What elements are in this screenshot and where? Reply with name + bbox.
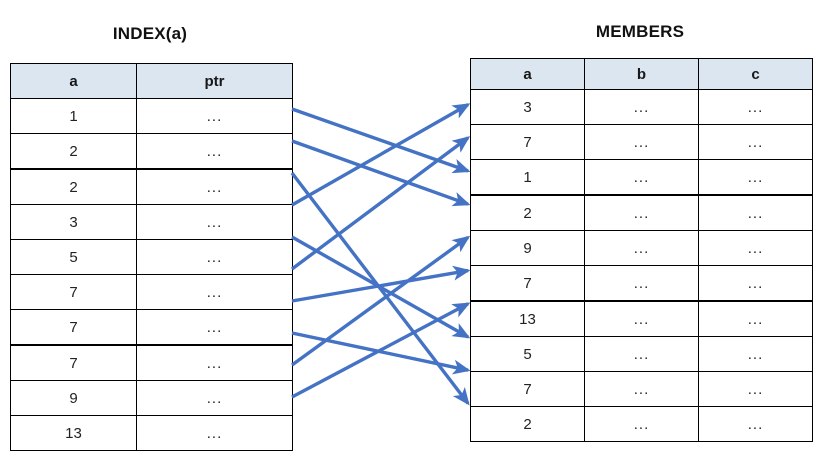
members-header-row: a b c [470,58,813,90]
pointer-arrow [290,136,471,271]
members-cell-b: ... [584,194,699,231]
members-cell-a: 7 [470,124,585,160]
table-row[interactable]: 5 ... ... [470,336,813,372]
members-cell-a: 1 [470,159,585,196]
members-cell-b: ... [584,230,699,266]
pointer-arrow [291,331,471,375]
members-header-b: b [584,58,699,90]
index-cell-a: 7 [10,274,137,310]
index-cell-a: 1 [10,98,137,134]
members-cell-a: 9 [470,230,585,266]
pointer-arrow [291,302,471,399]
index-table: a ptr 1 ... 2 ... 2 ... 3 ... 5 [10,63,293,451]
members-cell-a: 3 [470,89,585,125]
members-table-title: MEMBERS [595,22,685,41]
table-row[interactable]: 7 ... ... [470,124,813,160]
index-cell-a: 2 [10,168,137,205]
members-cell-b: ... [584,124,699,160]
index-cell-ptr: ... [136,168,293,205]
index-cell-ptr: ... [136,380,293,416]
members-cell-a: 5 [470,336,585,372]
table-row[interactable]: 7 ... ... [470,371,813,407]
members-cell-c: ... [698,300,813,337]
index-cell-a: 9 [10,380,137,416]
members-cell-c: ... [698,265,813,302]
index-header-ptr: ptr [136,63,293,99]
members-cell-b: ... [584,336,699,372]
members-cell-a: 2 [470,194,585,231]
table-row[interactable]: 5 ... [10,239,293,275]
index-cell-ptr: ... [136,98,293,134]
table-row[interactable]: 7 ... ... [470,265,813,302]
members-cell-c: ... [698,159,813,196]
index-cell-a: 2 [10,133,137,170]
members-cell-a: 2 [470,406,585,442]
table-row[interactable]: 1 ... [10,98,293,134]
table-row[interactable]: 2 ... ... [470,406,813,442]
index-table-title: INDEX(a) [112,24,188,43]
pointer-arrow [291,235,471,339]
index-cell-ptr: ... [136,415,293,451]
members-cell-b: ... [584,300,699,337]
pointer-arrow [290,171,470,406]
members-header-c: c [698,58,813,90]
pointer-arrow [291,235,471,367]
members-cell-b: ... [584,159,699,196]
pointer-arrow [291,103,471,207]
table-row[interactable]: 13 ... ... [470,300,813,337]
index-cell-a: 7 [10,309,137,346]
table-row[interactable]: 2 ... [10,168,293,205]
index-header-a: a [10,63,137,99]
members-cell-c: ... [698,124,813,160]
members-cell-a: 7 [470,371,585,407]
members-cell-c: ... [698,89,813,125]
members-header-a: a [470,58,585,90]
table-row[interactable]: 13 ... [10,415,293,451]
pointer-arrow [291,139,471,207]
index-cell-ptr: ... [136,344,293,381]
index-cell-ptr: ... [136,204,293,240]
table-row[interactable]: 7 ... [10,344,293,381]
members-cell-c: ... [698,406,813,442]
members-cell-a: 7 [470,265,585,302]
members-cell-c: ... [698,230,813,266]
index-cell-ptr: ... [136,274,293,310]
table-row[interactable]: 2 ... ... [470,194,813,231]
index-cell-ptr: ... [136,309,293,346]
index-header-row: a ptr [10,63,293,99]
pointer-arrow [291,265,471,303]
members-table: a b c 3 ... ... 7 ... ... 1 ... ... 2 [470,58,813,442]
index-cell-a: 13 [10,415,137,451]
table-row[interactable]: 9 ... [10,380,293,416]
index-cell-a: 3 [10,204,137,240]
members-cell-a: 13 [470,300,585,337]
table-row[interactable]: 9 ... ... [470,230,813,266]
table-row[interactable]: 2 ... [10,133,293,170]
table-row[interactable]: 7 ... [10,309,293,346]
diagram-canvas: INDEX(a) MEMBERS a ptr 1 ... 2 ... 2 ...… [10,22,813,451]
table-row[interactable]: 3 ... [10,204,293,240]
members-cell-c: ... [698,371,813,407]
members-cell-b: ... [584,371,699,407]
table-row[interactable]: 1 ... ... [470,159,813,196]
table-row[interactable]: 3 ... ... [470,89,813,125]
index-cell-a: 7 [10,344,137,381]
index-cell-a: 5 [10,239,137,275]
members-cell-b: ... [584,406,699,442]
members-cell-b: ... [584,265,699,302]
members-cell-c: ... [698,336,813,372]
members-cell-c: ... [698,194,813,231]
pointer-arrow [291,107,471,174]
table-row[interactable]: 7 ... [10,274,293,310]
members-cell-b: ... [584,89,699,125]
index-cell-ptr: ... [136,133,293,170]
index-cell-ptr: ... [136,239,293,275]
